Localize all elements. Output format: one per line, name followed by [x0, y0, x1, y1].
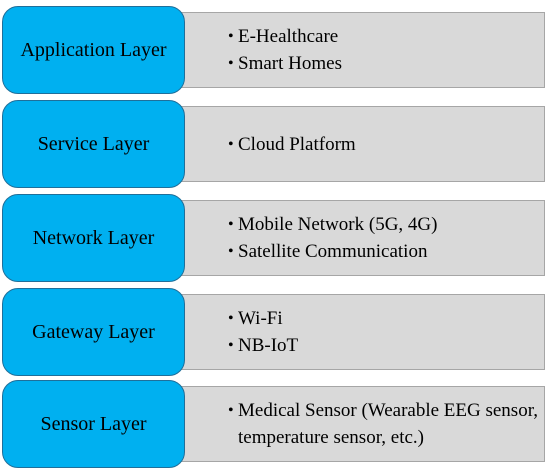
application-layer-content: • E-Healthcare • Smart Homes — [174, 12, 545, 88]
service-layer-content: • Cloud Platform — [174, 106, 545, 182]
network-layer-content: • Mobile Network (5G, 4G) • Satellite Co… — [174, 200, 545, 276]
application-layer-label: Application Layer — [2, 6, 185, 94]
bullet-icon: • — [228, 55, 234, 72]
bullet-icon: • — [228, 402, 234, 419]
network-layer-row: • Mobile Network (5G, 4G) • Satellite Co… — [2, 194, 547, 282]
gateway-layer-label: Gateway Layer — [2, 288, 185, 376]
service-layer-label: Service Layer — [2, 100, 185, 188]
service-layer-row: • Cloud Platform Service Layer — [2, 100, 547, 188]
bullet-icon: • — [228, 28, 234, 45]
sensor-layer-row: • Medical Sensor (Wearable EEG sensor, t… — [2, 380, 547, 468]
list-item: • Smart Homes — [228, 50, 544, 77]
bullet-icon: • — [228, 337, 234, 354]
bullet-icon: • — [228, 310, 234, 327]
list-item: • NB-IoT — [228, 332, 544, 359]
list-item: • Cloud Platform — [228, 131, 544, 158]
list-item: • Mobile Network (5G, 4G) — [228, 211, 544, 238]
sensor-layer-label: Sensor Layer — [2, 380, 185, 468]
network-layer-label: Network Layer — [2, 194, 185, 282]
list-item: • Medical Sensor (Wearable EEG sensor, t… — [228, 397, 544, 451]
list-item: • Wi-Fi — [228, 305, 544, 332]
bullet-icon: • — [228, 216, 234, 233]
sensor-layer-content: • Medical Sensor (Wearable EEG sensor, t… — [174, 386, 545, 462]
gateway-layer-content: • Wi-Fi • NB-IoT — [174, 294, 545, 370]
list-item: • Satellite Communication — [228, 238, 544, 265]
gateway-layer-row: • Wi-Fi • NB-IoT Gateway Layer — [2, 288, 547, 376]
application-layer-row: • E-Healthcare • Smart Homes Application… — [2, 6, 547, 94]
list-item: • E-Healthcare — [228, 23, 544, 50]
bullet-icon: • — [228, 243, 234, 260]
bullet-icon: • — [228, 135, 234, 153]
